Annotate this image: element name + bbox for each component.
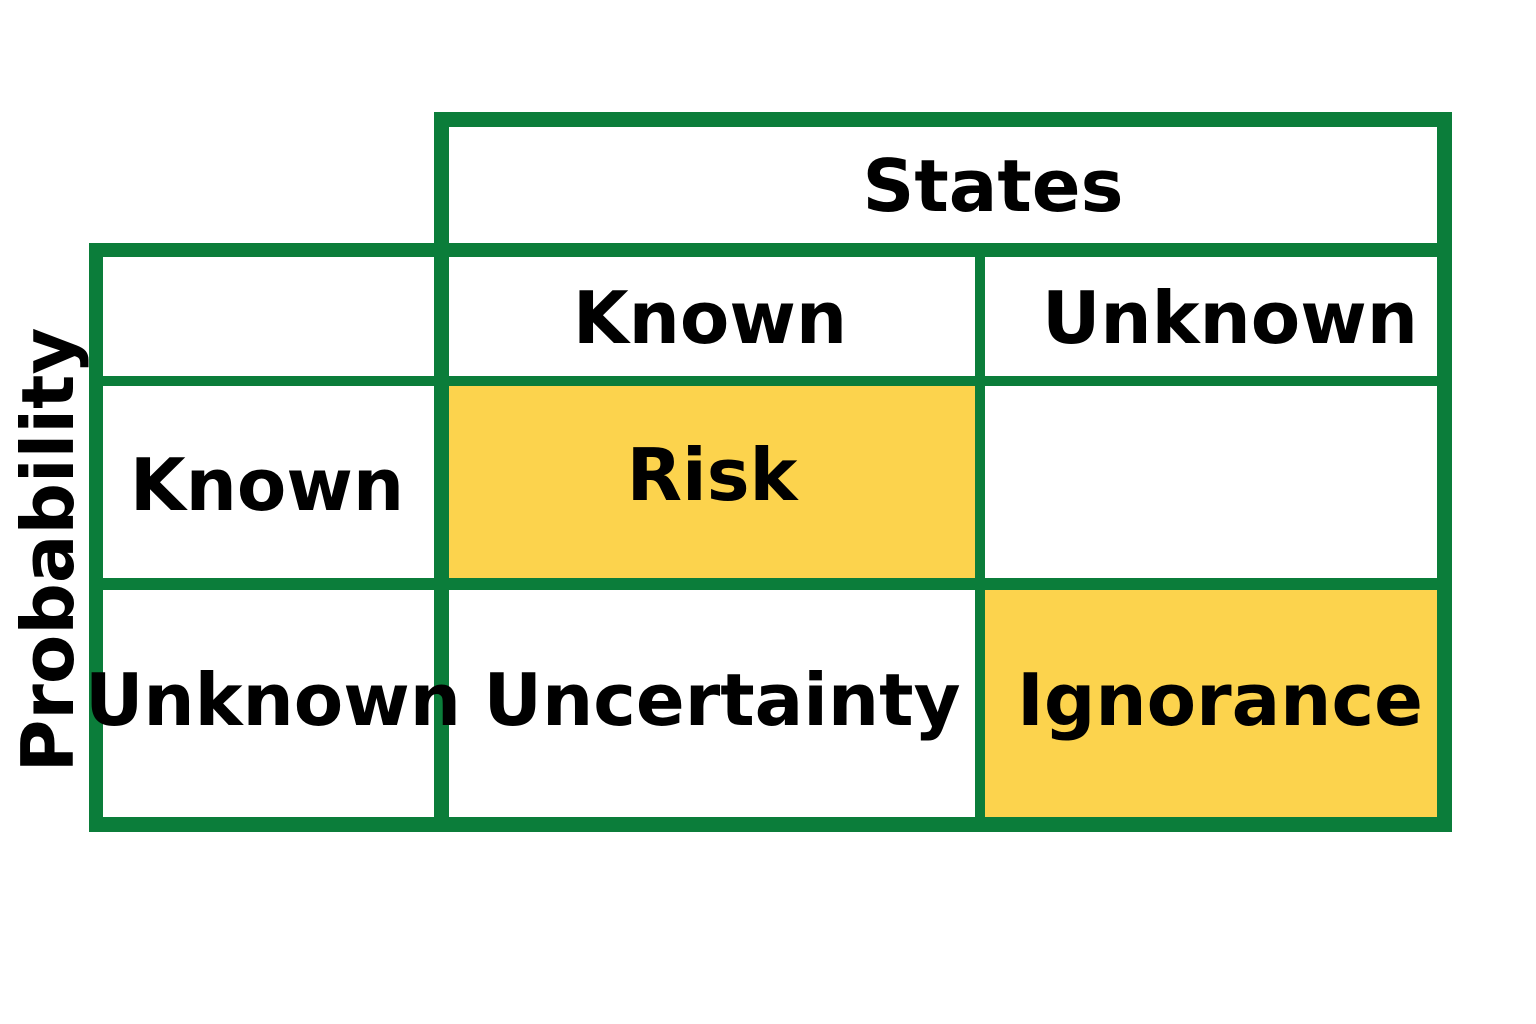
divider-header-row	[89, 376, 1452, 386]
cell-risk-label: Risk	[626, 433, 798, 517]
cell-risk-fill	[449, 386, 975, 578]
divider-middle-row	[89, 578, 1452, 590]
border-bottom	[89, 817, 1452, 832]
border-left	[89, 243, 103, 832]
column-header-unknown: Unknown	[1041, 276, 1419, 360]
border-main-top	[89, 243, 1452, 257]
column-header-known: Known	[572, 276, 848, 360]
cell-ignorance-fill	[985, 590, 1437, 817]
border-right	[1437, 112, 1452, 832]
border-header-left	[434, 112, 449, 832]
row-header-known: Known	[129, 443, 405, 527]
row-header-unknown: Unknown	[84, 658, 462, 742]
border-top-header	[434, 112, 1452, 127]
cell-uncertainty-label: Uncertainty	[483, 658, 961, 742]
divider-middle-col	[975, 243, 985, 832]
states-title: States	[862, 144, 1124, 228]
cell-ignorance-label: Ignorance	[1017, 658, 1423, 742]
probability-title: Probability	[6, 327, 90, 773]
